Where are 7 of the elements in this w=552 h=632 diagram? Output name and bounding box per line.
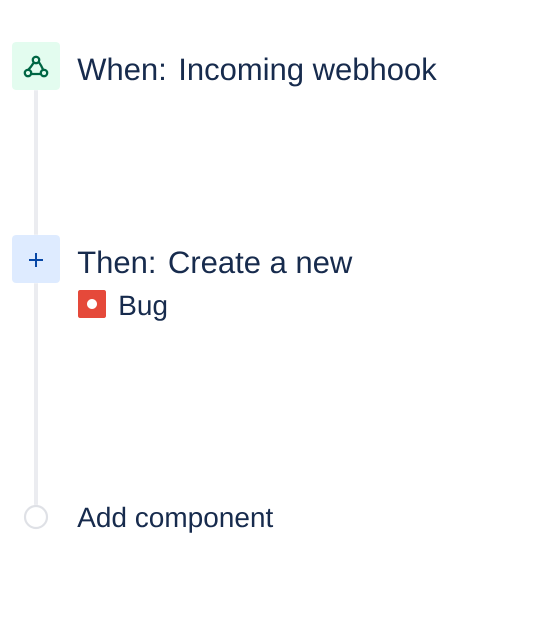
issue-type-text: Bug [120,296,166,321]
step-title: Then: Create a new [78,250,352,274]
empty-circle [24,504,48,530]
add-component-text: Add component [77,506,274,533]
step-title: When: Incoming webhook [77,58,437,86]
icon-tile [12,42,60,90]
icon-tile [12,235,60,283]
